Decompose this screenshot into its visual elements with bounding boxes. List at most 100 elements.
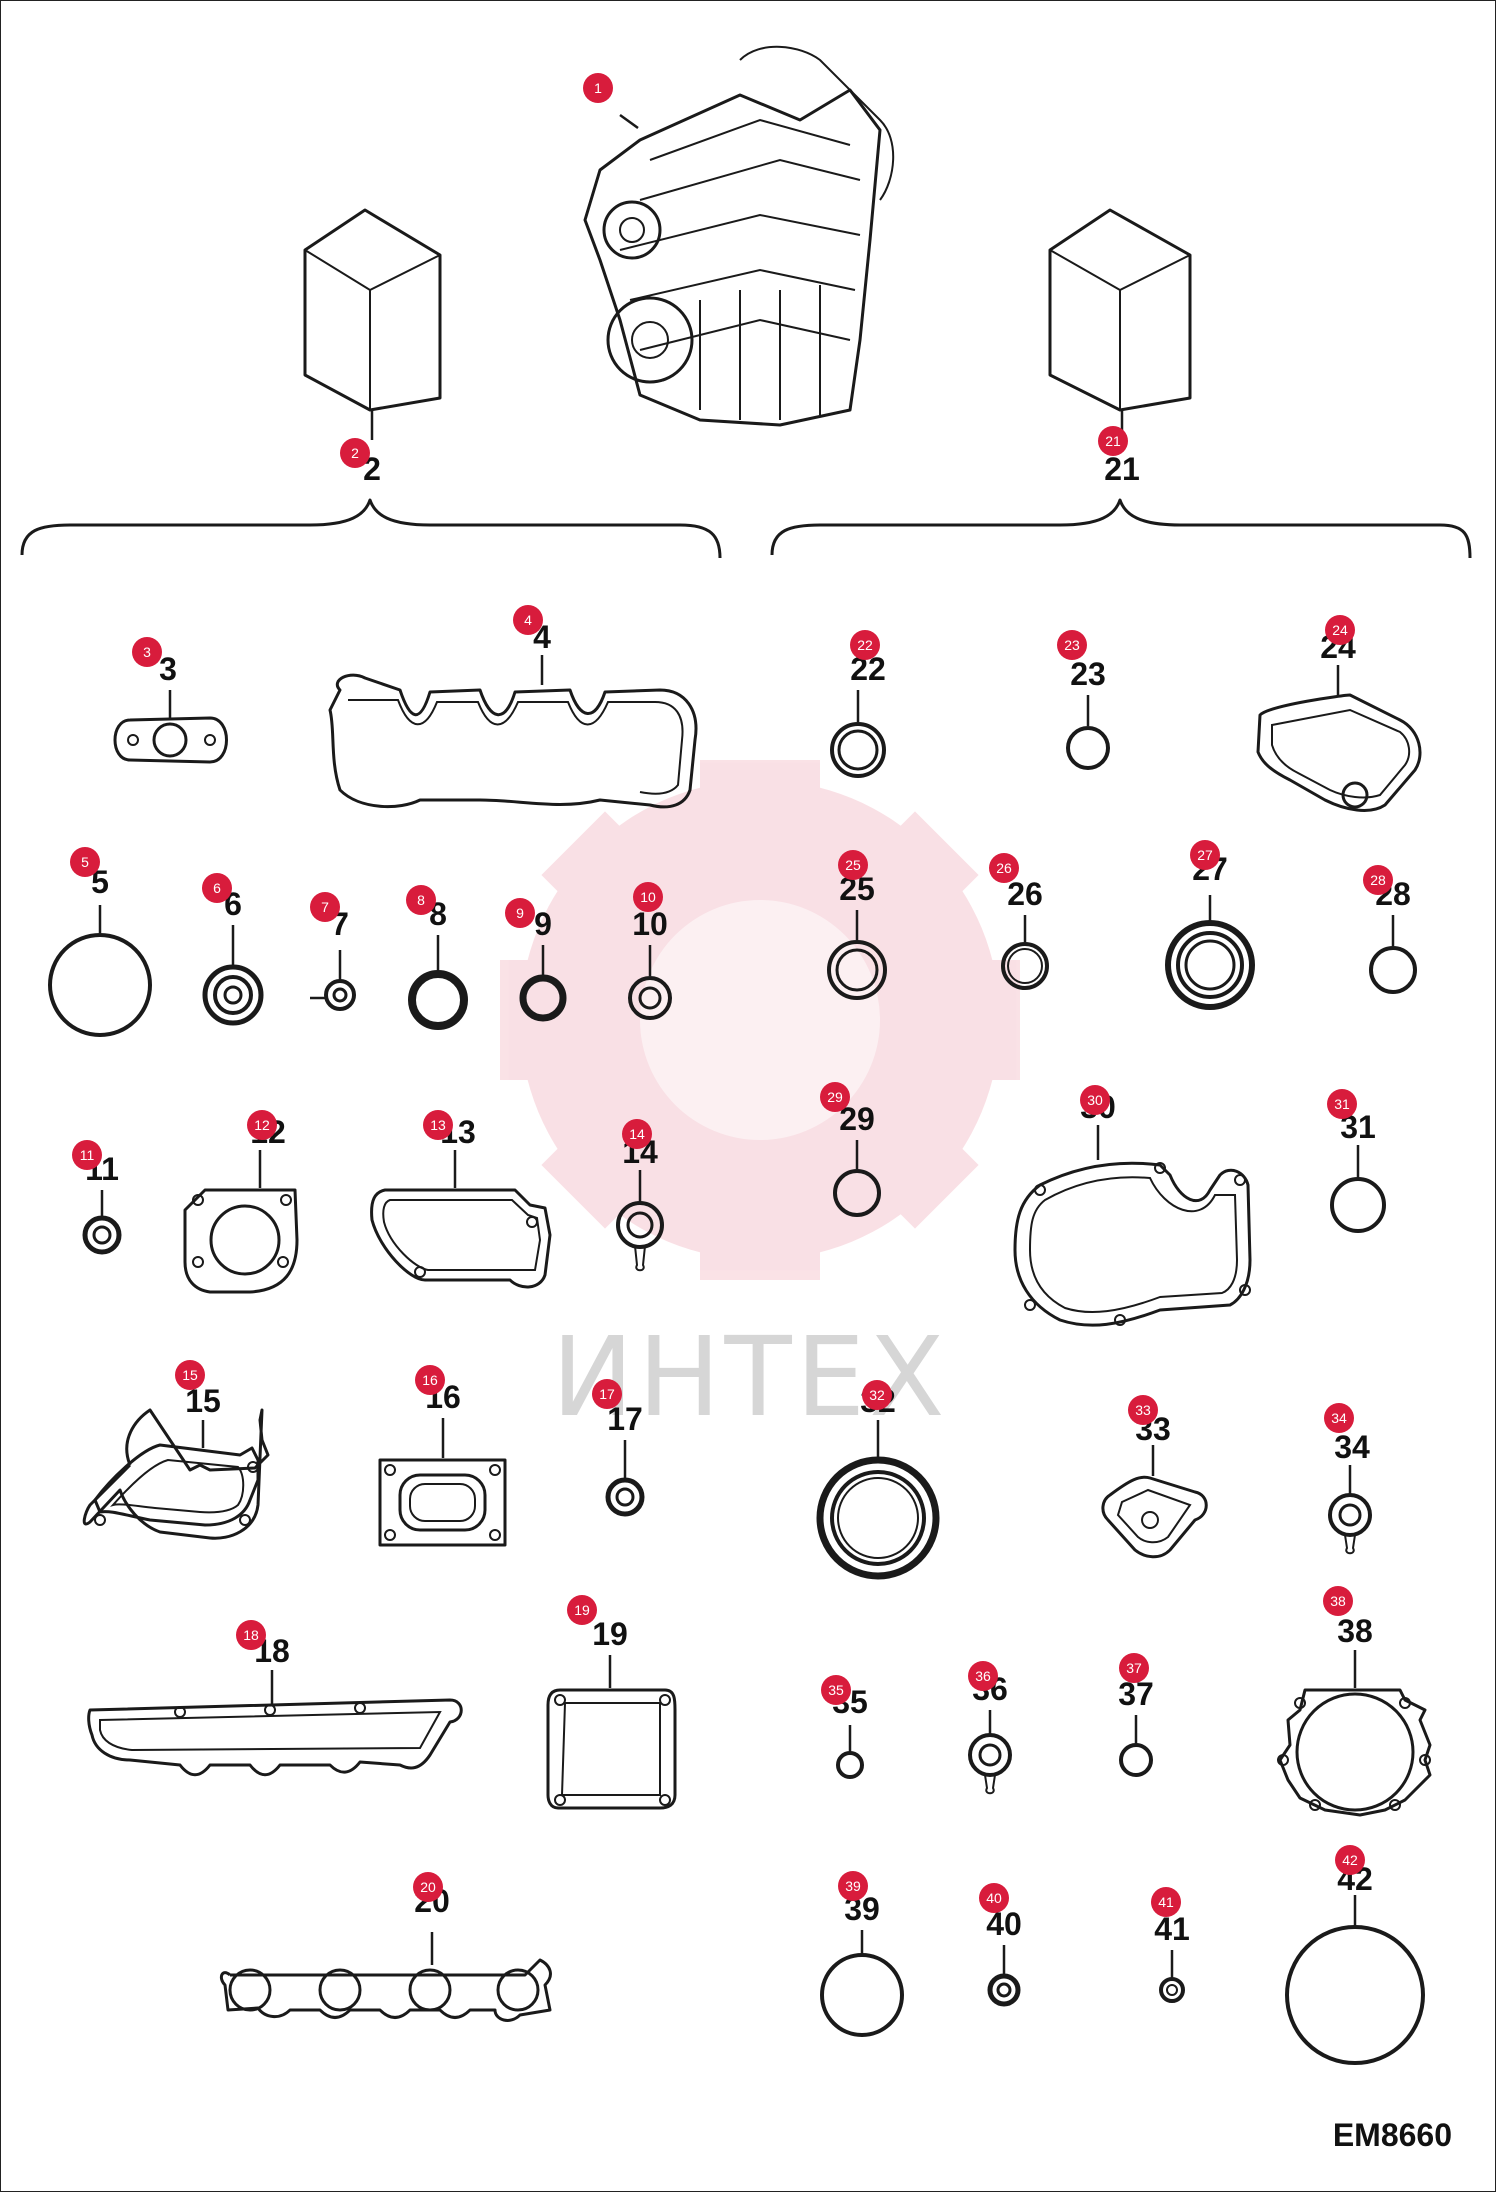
callout-badge-number: 16 [422,1372,438,1388]
part-29-o-ring [833,1169,881,1217]
part-23-o-ring [1066,726,1110,770]
callout-badge-24[interactable]: 24 [1325,615,1355,645]
callout-badge-circle [1327,1089,1357,1119]
callout-badge-9[interactable]: 9 [505,898,535,928]
engine-assembly [583,45,895,427]
callout-badge-circle [415,1365,445,1395]
callout-badge-circle [505,898,535,928]
callout-badge-25[interactable]: 25 [838,850,868,880]
callout-badge-number: 4 [524,612,532,628]
callout-badge-number: 37 [1126,1660,1142,1676]
callout-badge-18[interactable]: 18 [236,1620,266,1650]
callout-badge-33[interactable]: 33 [1128,1395,1158,1425]
callout-badge-circle [622,1119,652,1149]
part-36-gasket [968,1733,1012,1795]
callout-badge-number: 20 [420,1879,436,1895]
callout-badge-1[interactable]: 1 [583,73,613,103]
callout-badge-34[interactable]: 34 [1324,1403,1354,1433]
callout-badge-35[interactable]: 35 [821,1675,851,1705]
callout-badge-circle [236,1620,266,1650]
callout-badge-number: 22 [857,637,873,653]
part-8-ring [408,970,468,1030]
callout-badge-39[interactable]: 39 [838,1871,868,1901]
part-33-gasket [1101,1475,1208,1559]
callout-badge-3[interactable]: 3 [132,637,162,667]
callout-badge-5[interactable]: 5 [70,847,100,877]
callout-badge-27[interactable]: 27 [1190,840,1220,870]
callout-badge-37[interactable]: 37 [1119,1653,1149,1683]
callout-badge-32[interactable]: 32 [862,1380,892,1410]
callout-badge-21[interactable]: 21 [1098,426,1128,456]
part-label-5: 5 [91,864,109,900]
part-38-gasket [1277,1688,1432,1817]
callout-badge-28[interactable]: 28 [1363,865,1393,895]
callout-badge-30[interactable]: 30 [1080,1085,1110,1115]
callout-badge-circle [850,630,880,660]
part-12-gasket [183,1188,299,1294]
part-label-9: 9 [534,906,552,942]
callout-badge-7[interactable]: 7 [310,892,340,922]
part-20-exhaust-gasket [219,1958,552,2022]
callout-badge-circle [567,1595,597,1625]
callout-badge-2[interactable]: 2 [340,438,370,468]
part-label-21: 21 [1104,451,1140,487]
callout-badge-41[interactable]: 41 [1151,1887,1181,1917]
callout-badge-23[interactable]: 23 [1057,630,1087,660]
callout-badge-29[interactable]: 29 [820,1082,850,1112]
callout-badge-38[interactable]: 38 [1323,1586,1353,1616]
callout-badge-number: 34 [1331,1410,1347,1426]
callout-badge-number: 9 [516,905,524,921]
callout-badge-circle [175,1360,205,1390]
callout-badge-11[interactable]: 11 [72,1140,102,1170]
callout-badge-22[interactable]: 22 [850,630,880,660]
callout-badge-number: 6 [213,880,221,896]
callout-badge-19[interactable]: 19 [567,1595,597,1625]
callout-badge-number: 33 [1135,1402,1151,1418]
callout-badge-number: 39 [845,1878,861,1894]
part-30-water-pump-gasket [1013,1161,1252,1327]
callout-badge-13[interactable]: 13 [423,1110,453,1140]
callout-badge-circle [820,1082,850,1112]
callout-badge-36[interactable]: 36 [968,1661,998,1691]
callout-badge-circle [132,637,162,667]
callout-badge-6[interactable]: 6 [202,873,232,903]
callout-badge-number: 36 [975,1668,991,1684]
callout-badge-circle [1324,1403,1354,1433]
callout-badge-12[interactable]: 12 [247,1110,277,1140]
part-40-seal [987,1973,1021,2007]
callout-badge-circle [1080,1085,1110,1115]
callout-badge-17[interactable]: 17 [592,1379,622,1409]
callout-badge-8[interactable]: 8 [406,885,436,915]
callout-badge-number: 1 [594,80,602,96]
callout-badge-number: 35 [828,1682,844,1698]
callout-badge-10[interactable]: 10 [633,882,663,912]
callout-badge-circle [70,847,100,877]
callout-badge-circle [423,1110,453,1140]
callout-badge-42[interactable]: 42 [1335,1845,1365,1875]
callout-badge-40[interactable]: 40 [979,1883,1009,1913]
callout-badge-number: 38 [1330,1593,1346,1609]
callout-badge-circle [1057,630,1087,660]
part-37-o-ring [1119,1743,1153,1777]
part-24-gasket [1256,693,1422,812]
callout-badge-number: 32 [869,1387,885,1403]
brace-kit-2 [20,498,722,559]
callout-badge-31[interactable]: 31 [1327,1089,1357,1119]
callout-badge-26[interactable]: 26 [989,853,1019,883]
callout-badge-14[interactable]: 14 [622,1119,652,1149]
part-label-34: 34 [1334,1429,1370,1465]
callout-badge-20[interactable]: 20 [413,1872,443,1902]
callout-badge-circle [1325,615,1355,645]
callout-badge-15[interactable]: 15 [175,1360,205,1390]
callout-badge-16[interactable]: 16 [415,1365,445,1395]
callout-badge-4[interactable]: 4 [513,605,543,635]
callout-badge-number: 10 [640,889,656,905]
callout-badge-circle [247,1110,277,1140]
callout-badge-number: 41 [1158,1894,1174,1910]
kit-box-2 [303,208,442,412]
part-18-gasket [87,1698,463,1777]
part-14-gasket [616,1201,664,1272]
